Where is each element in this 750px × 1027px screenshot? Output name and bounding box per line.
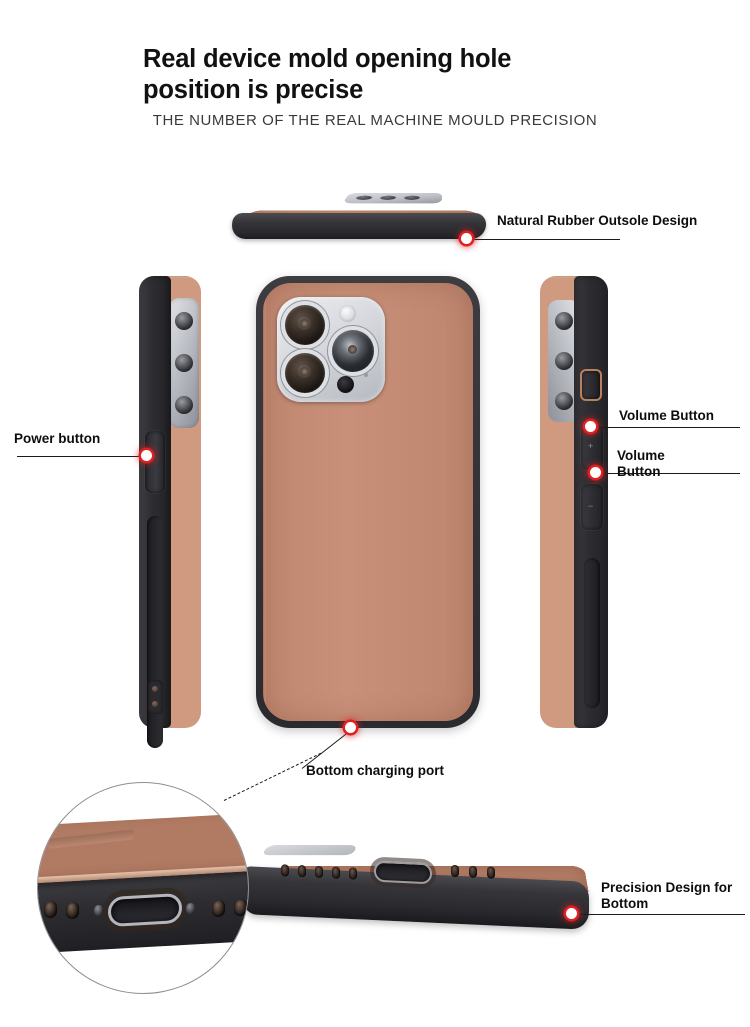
callout-volume-button-up: Volume Button (619, 408, 714, 423)
callout-bottom-charging-port: Bottom charging port (306, 763, 444, 778)
marker-natural-rubber (461, 233, 472, 244)
leader-line-volume-down (597, 473, 740, 474)
top-view-rubber-edge (231, 213, 487, 239)
speaker-holes-right (451, 864, 503, 879)
camera-module-cutout (277, 297, 385, 402)
flash-icon (339, 305, 356, 322)
left-profile-camera-bump (169, 298, 199, 428)
marker-volume-down (590, 467, 601, 478)
leader-line-precision-bottom (573, 914, 745, 915)
magnified-screw (94, 904, 103, 917)
top-view-camera-cutout (342, 192, 443, 204)
bottom-port-magnified-inset (37, 782, 249, 994)
main-back-view (256, 276, 480, 728)
power-button-cutout (145, 431, 165, 493)
volume-up-button-cutout: + (581, 424, 603, 470)
microphone-icon (364, 373, 368, 377)
marker-power-button (141, 450, 152, 461)
top-edge-view (228, 185, 490, 253)
camera-lens-bottom-left (285, 353, 325, 393)
volume-down-button-cutout: − (581, 484, 603, 530)
callout-natural-rubber-outsole: Natural Rubber Outsole Design (497, 213, 698, 228)
callout-volume-button-down: Volume Button (617, 448, 665, 480)
left-profile-holes (148, 680, 163, 714)
main-wood-back-panel (263, 283, 473, 721)
magnified-camera-edge (48, 829, 134, 849)
marker-precision-bottom (566, 908, 577, 919)
marker-volume-up (585, 421, 596, 432)
bottom-view-camera-cutout (260, 845, 358, 856)
bottom-edge-view (243, 838, 595, 946)
mute-switch-cutout (580, 369, 602, 401)
callout-precision-design-bottom: Precision Design for Bottom (601, 880, 733, 912)
left-side-profile-view (139, 276, 201, 748)
usb-c-port-cutout (374, 860, 432, 885)
marker-bottom-charging-port (345, 722, 356, 733)
lidar-sensor-icon (337, 376, 354, 393)
right-side-profile-view: + − (540, 276, 608, 728)
leader-line-power-button (17, 456, 146, 457)
camera-lens-right (332, 330, 374, 372)
page-subtitle: THE NUMBER OF THE REAL MACHINE MOULD PRE… (152, 112, 598, 129)
page-title: Real device mold opening hole position i… (143, 45, 512, 105)
magnified-screw (186, 902, 195, 915)
callout-power-button: Power button (14, 431, 101, 446)
magnified-speaker-hole (212, 899, 225, 918)
right-profile-groove (584, 558, 600, 708)
leader-line-natural-rubber (468, 239, 620, 240)
magnified-speaker-hole (44, 900, 57, 919)
leader-line-volume-up (592, 427, 740, 428)
magnified-speaker-hole (234, 898, 247, 917)
camera-lens-top-left (285, 305, 325, 345)
magnified-usb-c-port (108, 892, 182, 928)
magnified-speaker-hole (66, 901, 79, 920)
